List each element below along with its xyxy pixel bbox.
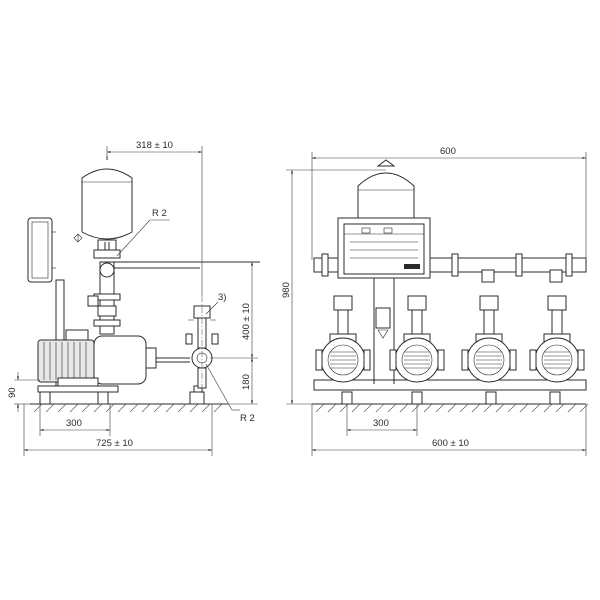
front-control-cabinet <box>337 217 431 384</box>
dim-side-height-upper: 400 ± 10 <box>241 303 252 340</box>
side-ground <box>30 403 228 413</box>
front-view: 600 980 300 600 ± 10 <box>281 146 589 456</box>
dim-front-base-span: 300 <box>373 418 389 429</box>
front-pump-3 <box>461 269 517 383</box>
callout-r2-upper: R 2 <box>152 208 167 219</box>
side-dimensions: 318 ± 10 R 2 3) R 2 400 ± 10 180 <box>7 140 258 456</box>
dim-front-overall-width: 600 ± 10 <box>432 438 469 449</box>
callout-note-3: 3) <box>218 292 226 303</box>
front-center-valve <box>375 307 391 339</box>
side-base-frame <box>37 385 205 405</box>
side-suction-assembly <box>185 296 219 395</box>
front-membrane-tank <box>357 159 415 221</box>
dim-side-base-height: 90 <box>7 387 18 398</box>
front-base-frame <box>313 379 587 405</box>
dim-side-height-lower: 180 <box>241 374 252 390</box>
front-dimensions: 600 980 300 600 ± 10 <box>281 146 587 456</box>
front-pump-4 <box>529 269 585 383</box>
dim-side-base-span: 300 <box>66 418 82 429</box>
side-discharge-riser <box>87 239 260 335</box>
side-view: 318 ± 10 R 2 3) R 2 400 ± 10 180 <box>7 140 260 456</box>
dim-side-overall-length: 725 ± 10 <box>96 438 133 449</box>
front-pump-1 <box>315 295 371 383</box>
side-membrane-tank <box>73 156 133 250</box>
side-pump-motor <box>37 329 190 387</box>
front-ground <box>312 403 589 413</box>
callout-r2-lower: R 2 <box>240 413 255 424</box>
dim-side-top-width: 318 ± 10 <box>136 140 173 151</box>
dim-front-top-width: 600 <box>440 146 456 157</box>
side-control-box <box>27 217 65 387</box>
dim-front-overall-height: 980 <box>281 282 292 298</box>
front-pump-2 <box>389 295 445 383</box>
